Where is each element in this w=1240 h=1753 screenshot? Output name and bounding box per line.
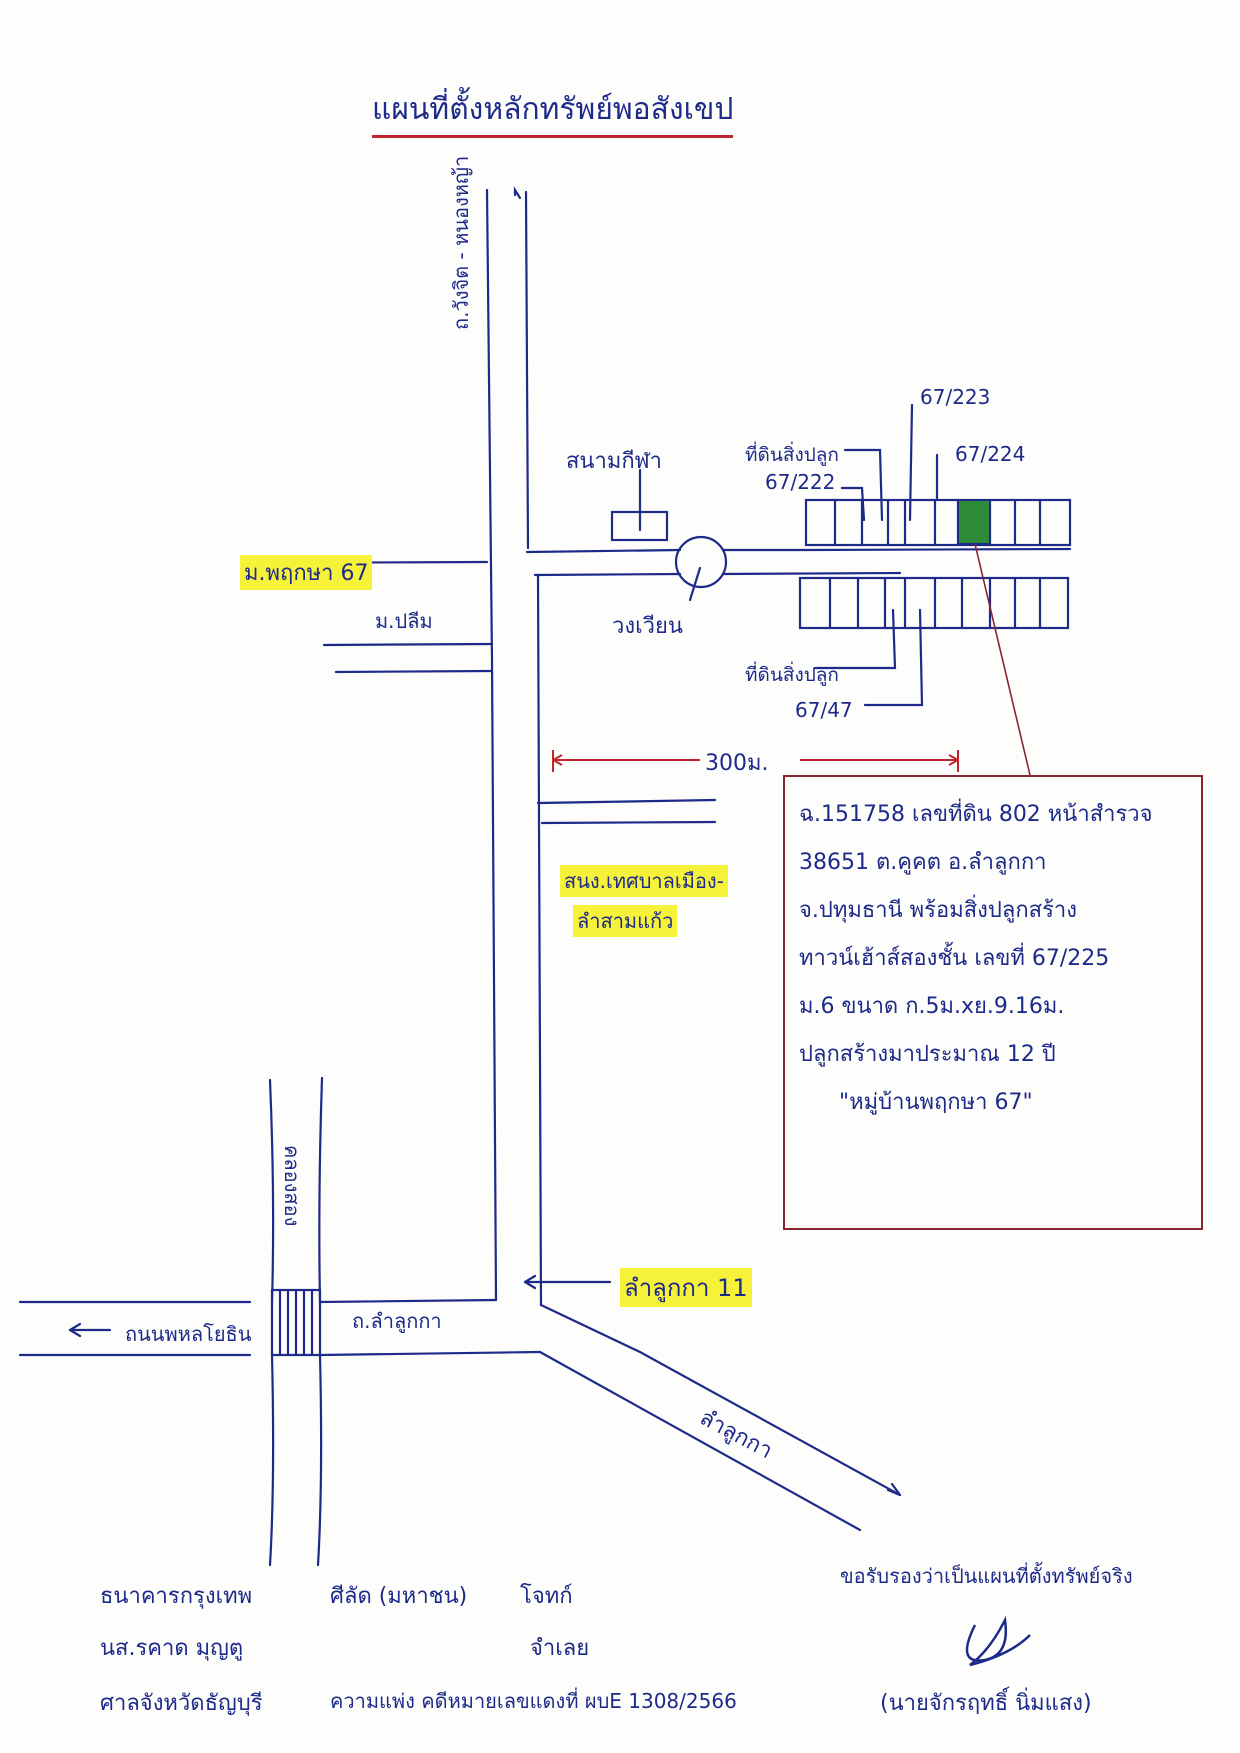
neighbor-bottom-label: ที่ดินสิ่งปลูก	[745, 664, 839, 686]
footer-signer: (นายจักรฤทธิ์ นิ่มแสง)	[880, 1691, 1092, 1716]
subject-plot	[957, 499, 991, 545]
property-info-box: ฉ.151758 เลขที่ดิน 802 หน้าสำรวจ 38651 ต…	[783, 775, 1203, 1230]
info-line-1: ฉ.151758 เลขที่ดิน 802 หน้าสำรวจ	[799, 802, 1153, 827]
footer-plaintiff-role: โจทก์	[520, 1584, 573, 1609]
municipal-office-label-2: ลำสามแก้ว	[573, 905, 678, 937]
lot-224-label: 67/224	[955, 442, 1026, 466]
info-line-4: ทาวน์เฮ้าส์สองชั้น เลขที่ 67/225	[799, 946, 1110, 971]
info-line-3: จ.ปทุมธานี พร้อมสิ่งปลูกสร้าง	[799, 898, 1077, 923]
footer-defendant-role: จำเลย	[530, 1636, 590, 1661]
footer-court: ศาลจังหวัดธัญบุรี	[100, 1691, 263, 1716]
lot-223-label: 67/223	[920, 385, 991, 409]
neighbor-top-label: ที่ดินสิ่งปลูก	[745, 444, 839, 466]
footer-case: ความแพ่ง คดีหมายเลขแดงที่ ผบE 1308/2566	[330, 1689, 737, 1713]
village-label: ม.พฤกษา 67	[240, 555, 373, 590]
neighbor-bottom-number: 67/47	[795, 698, 853, 722]
municipal-office-label-1: สนง.เทศบาลเมือง-	[560, 865, 728, 897]
west-road-label: ถนนพหลโยธิน	[125, 1322, 252, 1346]
neighbor-top-number: 67/222	[765, 470, 836, 494]
main-road-label: ถ.ลำลูกกา	[352, 1309, 442, 1333]
footer-person: นส.รคาด มุญตู	[100, 1636, 244, 1661]
footer-plaintiff: ศีลัด (มหาชน)	[330, 1584, 468, 1609]
side-village-label: ม.ปลีม	[375, 609, 433, 633]
info-line-6: ปลูกสร้างมาประมาณ 12 ปี	[799, 1042, 1056, 1067]
info-line-7: "หมู่บ้านพฤกษา 67"	[839, 1090, 1033, 1115]
junction-label: ลำลูกกา 11	[620, 1268, 752, 1307]
footer-bank: ธนาคารกรุงเทพ	[100, 1584, 253, 1609]
distance-label: 300ม.	[705, 751, 769, 776]
info-line-5: ม.6 ขนาด ก.5ม.xย.9.16ม.	[799, 994, 1065, 1019]
page-title: แผนที่ตั้งหลักทรัพย์พอสังเขป	[372, 86, 734, 138]
roundabout-label: วงเวียน	[612, 614, 683, 639]
info-line-2: 38651 ต.คูคต อ.ลำลูกกา	[799, 850, 1047, 875]
footer-certify: ขอรับรองว่าเป็นแผนที่ตั้งทรัพย์จริง	[840, 1564, 1133, 1588]
stadium-label: สนามกีฬา	[566, 449, 663, 474]
